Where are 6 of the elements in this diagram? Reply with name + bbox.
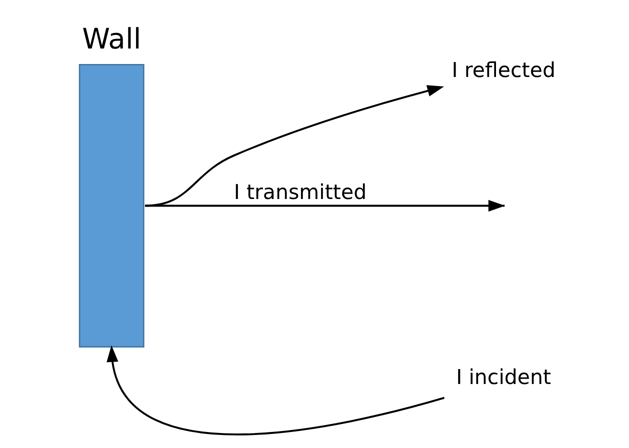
edge-label: I transmitted — [233, 180, 366, 204]
node-text: I incident — [456, 364, 551, 389]
arrow — [106, 345, 444, 436]
arrow — [144, 85, 444, 207]
node-text: I reflected — [451, 58, 555, 82]
node-label: Wall — [82, 22, 141, 56]
